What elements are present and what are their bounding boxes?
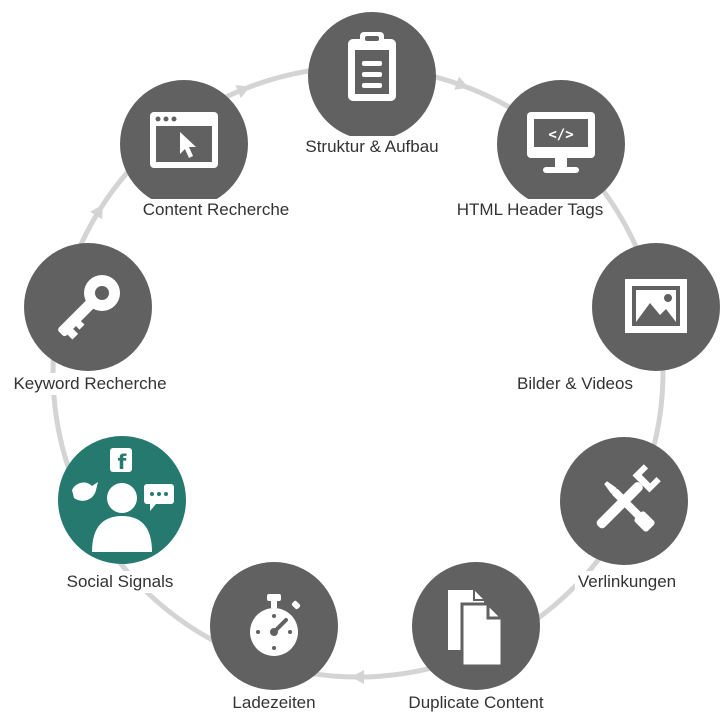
svg-text:</>: </> (548, 127, 573, 143)
social-user-icon: f (72, 448, 174, 552)
node-label: Keyword Recherche (10, 373, 170, 395)
node-label: Social Signals (63, 571, 177, 593)
node-circle (592, 243, 720, 371)
node-circle (24, 243, 152, 371)
node-label: HTML Header Tags (453, 199, 607, 221)
node-circle: </> (497, 80, 625, 208)
node-label: Content Recherche (139, 199, 293, 221)
node-circle (210, 562, 338, 690)
arrow-head (351, 670, 364, 684)
arrow-head (235, 84, 251, 98)
node-label: Bilder & Videos (514, 373, 636, 395)
browser-cursor-icon (150, 112, 218, 168)
node-circle (120, 80, 248, 208)
documents-icon (448, 590, 504, 668)
key-icon (58, 275, 120, 340)
code-monitor-icon: </> (527, 112, 595, 173)
tools-icon (596, 464, 661, 532)
node-label: Ladezeiten (229, 692, 319, 714)
node-circle (560, 437, 688, 565)
node-label: Verlinkungen (574, 571, 680, 593)
stopwatch-icon (250, 594, 301, 656)
node-label: Duplicate Content (405, 692, 547, 714)
node-circle-highlighted: f (58, 436, 186, 564)
clipboard-icon (348, 32, 396, 101)
node-label: Struktur & Aufbau (302, 136, 442, 158)
node-circle (308, 12, 436, 140)
image-icon (625, 279, 687, 333)
node-circle (412, 562, 540, 690)
arrow-head (90, 204, 104, 220)
svg-text:f: f (118, 450, 127, 474)
arrow-head (454, 76, 469, 90)
